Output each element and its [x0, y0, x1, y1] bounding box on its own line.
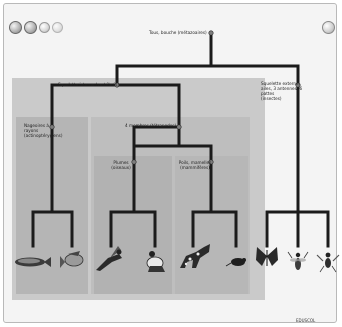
- node-root[interactable]: [208, 30, 214, 36]
- root-label: Tous, bouche (métazoaires): [149, 30, 207, 35]
- fishes-label: Nageoires à rayons(actinoptérygiens): [24, 123, 63, 138]
- node-birds[interactable]: [131, 159, 137, 165]
- extra-button[interactable]: [52, 22, 63, 33]
- node-mammals[interactable]: [208, 159, 214, 165]
- bird-icon: [146, 251, 165, 272]
- insects-label: Squelette externe, ailes, 3 antennes, 6 …: [261, 81, 303, 101]
- tetrapods-label: 4 membres (tétrapodes): [125, 123, 177, 128]
- node-insects[interactable]: [295, 82, 301, 88]
- toolbar-toggle-button[interactable]: [322, 21, 335, 34]
- vertebrates-label: Squelette interne (vertébrés): [58, 82, 120, 87]
- fly-icon: [316, 252, 340, 273]
- node-tetrapods[interactable]: [176, 124, 182, 130]
- fish-icon: [15, 257, 51, 267]
- mammals-label: Poils, mamelles(mammifères): [178, 160, 212, 170]
- bird-icon: [96, 246, 122, 271]
- wasp-icon: [287, 251, 309, 270]
- zoom-button[interactable]: [39, 22, 50, 33]
- dog-icon: [180, 244, 210, 268]
- footer-credit: EDUSCOL: [296, 318, 316, 323]
- minimize-button[interactable]: [24, 21, 37, 34]
- node-fishes[interactable]: [49, 124, 55, 130]
- rodent-icon: [225, 258, 246, 267]
- node-vertebrates[interactable]: [114, 82, 120, 88]
- butterfly-icon: [256, 247, 278, 266]
- fish-icon: [60, 251, 84, 268]
- birds-label: Plumes(oiseaux): [111, 160, 131, 170]
- close-button[interactable]: [9, 21, 22, 34]
